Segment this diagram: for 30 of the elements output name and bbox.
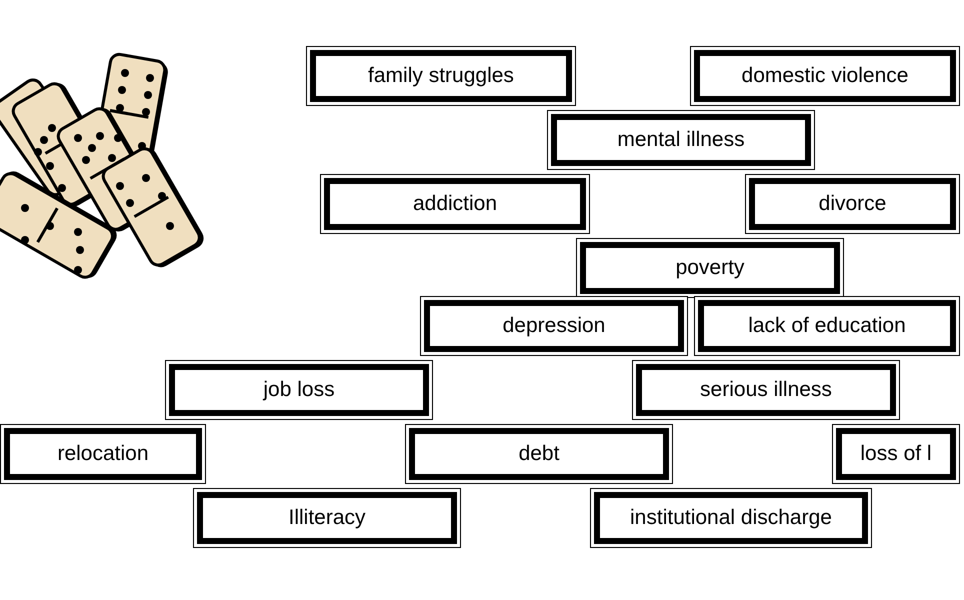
box-label: loss of l [860, 442, 932, 466]
text-box [420, 296, 688, 356]
text-box [0, 424, 206, 484]
text-box [576, 238, 844, 298]
box-label: institutional discharge [630, 506, 832, 530]
box-label: family struggles [368, 64, 514, 88]
box-label: debt [518, 442, 560, 466]
text-box [745, 174, 960, 234]
text-box [832, 424, 960, 484]
text-box [547, 110, 815, 170]
text-box [306, 46, 576, 106]
box-label: serious illness [700, 378, 832, 402]
box-label: depression [502, 314, 606, 338]
box-label: addiction [412, 192, 498, 216]
text-box [320, 174, 590, 234]
box-label: mental illness [617, 128, 745, 152]
box-label: job loss [263, 378, 335, 402]
text-box [193, 488, 461, 548]
box-label: domestic violence [742, 64, 908, 88]
text-box [590, 488, 872, 548]
text-box [694, 296, 960, 356]
text-box [165, 360, 433, 420]
box-label: Illiteracy [288, 506, 366, 530]
box-label: poverty [676, 256, 744, 280]
text-box [632, 360, 900, 420]
box-label: relocation [57, 442, 149, 466]
text-box [690, 46, 960, 106]
box-label: lack of education [748, 314, 906, 338]
text-box [405, 424, 673, 484]
box-label: divorce [818, 192, 886, 216]
